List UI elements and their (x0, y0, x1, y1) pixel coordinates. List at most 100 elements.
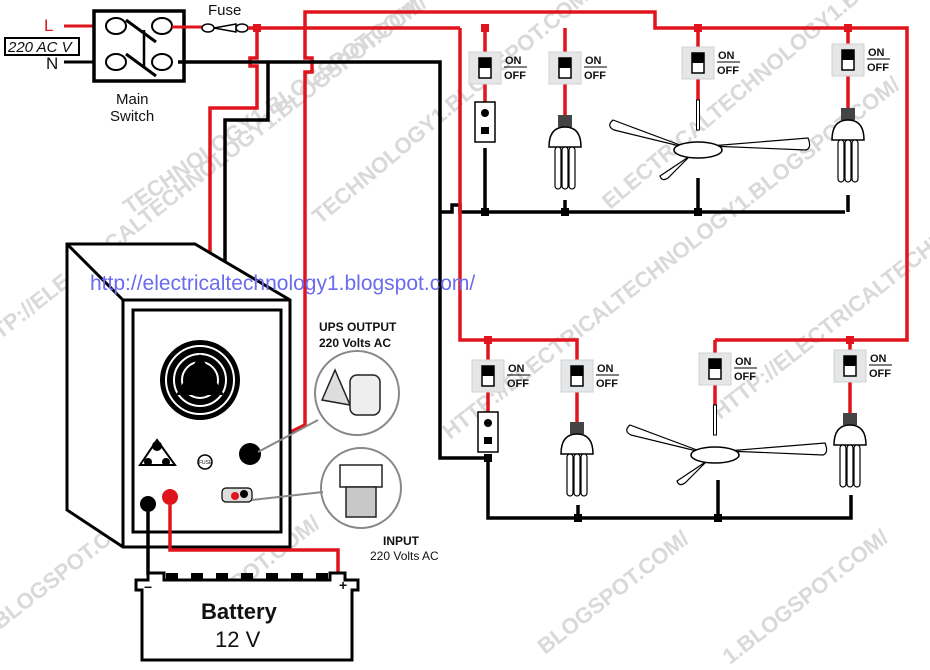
ups-output-socket (138, 438, 177, 466)
switch-rocker-top (482, 366, 494, 376)
junction (481, 24, 489, 32)
fan-rod (696, 99, 700, 131)
voltage-label: 220 AC V (7, 39, 74, 56)
ups-input-label-1: INPUT (383, 534, 420, 548)
fan-rod (713, 404, 717, 436)
wall-switch[interactable]: ON OFF (833, 349, 892, 383)
bottom-live-branch (458, 28, 579, 370)
fan-blade (726, 442, 828, 456)
socket-pin (162, 458, 170, 466)
lamp-ballast (831, 119, 865, 141)
junction (561, 208, 569, 216)
cfl-lamp-bottom-4-icon (833, 413, 867, 488)
switch-rocker-top (479, 58, 491, 68)
switch-rocker-top (709, 359, 721, 369)
ups-input-label-2: 220 Volts AC (370, 549, 439, 563)
ups-unit: FUSE (65, 242, 292, 549)
supply-input: L 220 AC V N (4, 16, 108, 73)
website-url[interactable]: http://electricaltechnology1.blogspot.co… (90, 272, 475, 295)
lamp-tube (853, 444, 861, 488)
fuse: Fuse (172, 2, 249, 33)
lamp-base (570, 422, 584, 434)
plug-icon (320, 368, 352, 406)
wiring (178, 10, 909, 522)
fan-blade (659, 155, 691, 181)
switch-terminal (105, 17, 127, 35)
socket-hole (484, 437, 492, 444)
ups-output-label-1: UPS OUTPUT (319, 320, 397, 334)
battery-terminal-positive (162, 489, 178, 505)
cell-cap (241, 573, 253, 580)
top-neutral-branch (440, 203, 845, 214)
live-bus (248, 10, 909, 342)
iec-inlet (339, 464, 383, 488)
socket-outline (474, 101, 496, 143)
switch-off-label: OFF (867, 62, 889, 74)
battery-negative-symbol: − (144, 579, 152, 595)
input-pin-live (231, 492, 239, 500)
lamp-ballast (548, 126, 582, 148)
input-pin-neutral (240, 490, 248, 498)
ups-output-live-wire (249, 28, 314, 454)
battery-cells (166, 573, 328, 580)
fan-ring (165, 345, 235, 415)
neutral-bus (178, 60, 488, 460)
switch-off-label: OFF (869, 368, 891, 380)
plug-body (349, 374, 381, 416)
fan-blade (709, 137, 811, 151)
switch-on-label: ON (505, 55, 522, 67)
neutral-label: N (46, 54, 58, 73)
fan-blade (626, 424, 706, 454)
junction (844, 24, 852, 32)
socket-pin (152, 441, 162, 451)
cfl-lamp-bottom-2-icon (560, 422, 594, 497)
switch-rocker-top (842, 50, 854, 60)
switch-rocker-top (692, 53, 704, 63)
ups-output-terminal (239, 443, 261, 465)
switch-off-label: OFF (507, 378, 529, 390)
switch-on-label: ON (597, 363, 614, 375)
battery: − + Battery 12 V (134, 571, 360, 662)
watermark: BLOGSPOT.COM/ (533, 526, 694, 659)
lamp-tube (568, 146, 576, 190)
ups-output-callout: UPS OUTPUT 220 Volts AC (257, 320, 400, 453)
socket-hole (481, 127, 489, 134)
battery-terminal-negative (140, 496, 156, 512)
socket-outline (477, 411, 499, 453)
switch-off-label: OFF (504, 70, 526, 82)
fuse-knob-label: FUSE (199, 460, 213, 466)
lamp-base (841, 108, 855, 120)
junction (694, 24, 702, 32)
lamp-tube (580, 453, 588, 497)
main-switch: Main Switch (92, 9, 186, 125)
switch-terminal (151, 17, 173, 35)
ups-output-label-2: 220 Volts AC (319, 336, 391, 350)
switch-rocker-top (571, 366, 583, 376)
lamp-tube (851, 139, 859, 183)
switch-off-label: OFF (584, 70, 606, 82)
lamp-tube (846, 444, 854, 488)
battery-positive-wire (168, 505, 340, 578)
lamp-base (843, 413, 857, 425)
fuse-end (235, 23, 249, 33)
lamp-tube (566, 453, 574, 497)
fan-blade (676, 460, 708, 486)
lamp-tube (561, 146, 569, 190)
wall-switch[interactable]: ON OFF (468, 51, 527, 85)
switch-blade (125, 52, 157, 78)
fan-motor (690, 446, 740, 464)
lamp-tube (573, 453, 581, 497)
fuse-label: Fuse (208, 2, 241, 19)
fan-motor (673, 141, 723, 159)
callout-line (257, 419, 319, 453)
cfl-lamp-top-4-icon (831, 108, 865, 183)
socket-pin (144, 458, 152, 466)
switch-on-label: ON (870, 353, 887, 365)
